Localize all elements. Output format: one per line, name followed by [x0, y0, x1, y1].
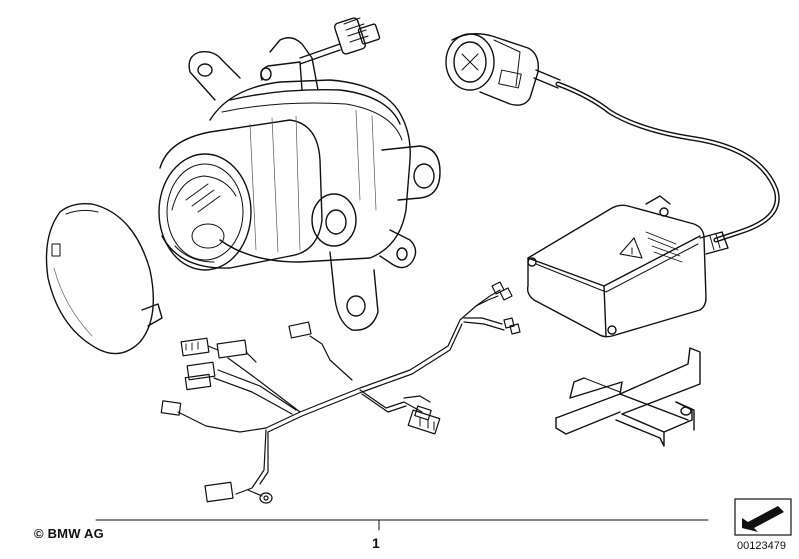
fog-lamp-housing	[158, 17, 441, 331]
part-number-label: 1	[372, 535, 380, 551]
diagram-id-label: 00123479	[737, 540, 786, 552]
xenon-ballast	[526, 195, 729, 338]
wiring-harness	[160, 281, 521, 504]
lamp-cover-disc	[45, 202, 163, 355]
arrow-down-left-icon[interactable]	[734, 498, 792, 536]
bulb-igniter	[445, 33, 561, 106]
copyright-label: © BMW AG	[34, 526, 104, 541]
mounting-bracket	[555, 347, 701, 447]
